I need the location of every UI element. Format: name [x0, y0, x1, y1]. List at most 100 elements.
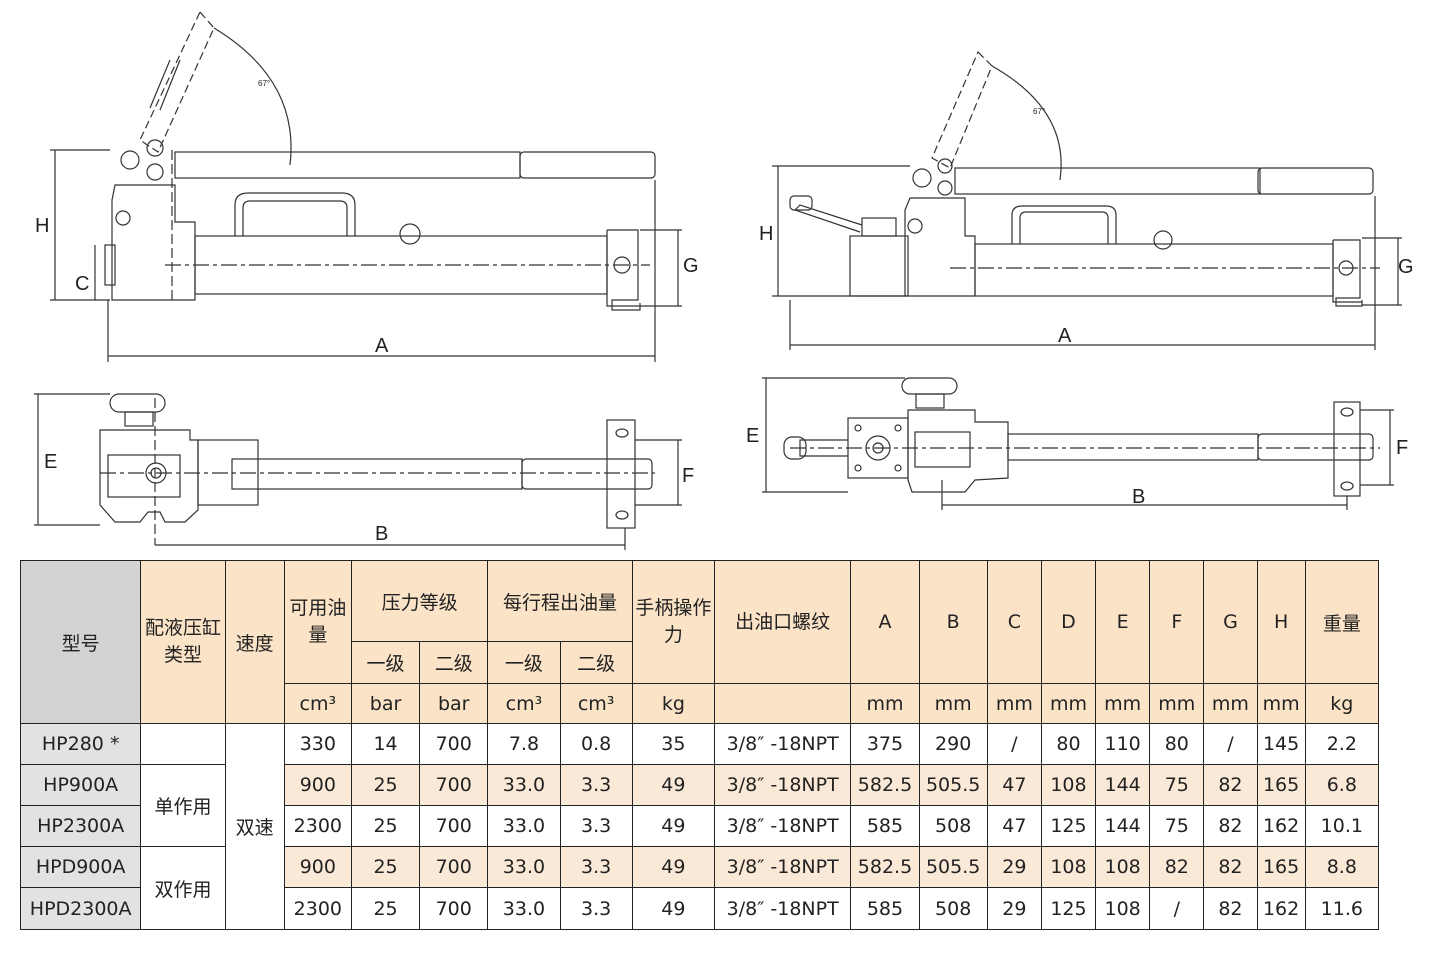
header-displacement: 每行程出油量 — [487, 560, 633, 642]
technical-drawings: H C G A 67° — [34, 10, 1414, 550]
cell-C: 29 — [986, 846, 1042, 888]
cell-B: 505.5 — [918, 846, 988, 888]
cell-force: 35 — [631, 723, 715, 765]
cell-p2: 700 — [419, 764, 489, 806]
header-capacity: 可用油量 — [283, 560, 352, 684]
cell-A: 585 — [850, 805, 920, 847]
cell-D: 125 — [1040, 887, 1097, 930]
header-C: C — [986, 560, 1042, 684]
cell-d1: 33.0 — [487, 846, 561, 888]
cell-G: 82 — [1203, 846, 1258, 888]
label-A-left: A — [375, 335, 389, 357]
pump-side-view-left — [50, 10, 682, 362]
header-H: H — [1256, 560, 1306, 684]
unit-B: mm — [918, 683, 988, 724]
cell-F: 82 — [1149, 846, 1205, 888]
table-row: HPD2300A 2300 25 700 33.0 3.3 49 3/8″ -1… — [19, 887, 1380, 930]
label-G-left: G — [683, 255, 699, 277]
cell-model: HP280 * — [19, 723, 142, 765]
header-G: G — [1203, 560, 1258, 684]
cell-B: 290 — [918, 723, 988, 765]
unit-capacity: cm³ — [283, 683, 352, 724]
label-B-right: B — [1132, 486, 1145, 508]
cell-p2: 700 — [419, 723, 489, 765]
cell-D: 108 — [1040, 764, 1097, 806]
cell-C: 29 — [986, 887, 1042, 930]
cell-E: 108 — [1095, 846, 1151, 888]
cell-d2: 3.3 — [559, 764, 633, 806]
header-disp-stage2: 二级 — [559, 641, 633, 684]
cell-single-acting: 单作用 — [140, 764, 226, 847]
spec-table: 型号 配液压缸类型 速度 可用油量 压力等级 每行程出油量 手柄操作力 出油口螺… — [19, 560, 1380, 930]
unit-A: mm — [850, 683, 920, 724]
cell-cylinder-blank — [140, 723, 226, 765]
cell-p1: 25 — [350, 805, 421, 847]
cell-D: 125 — [1040, 805, 1097, 847]
header-outlet-thread: 出油口螺纹 — [713, 560, 852, 684]
cell-capacity: 2300 — [283, 805, 352, 847]
cell-F: / — [1149, 887, 1205, 930]
header-E: E — [1095, 560, 1151, 684]
cell-H: 162 — [1256, 805, 1306, 847]
cell-double-acting: 双作用 — [140, 846, 226, 930]
unit-F: mm — [1149, 683, 1205, 724]
cell-F: 80 — [1149, 723, 1205, 765]
cell-A: 375 — [850, 723, 920, 765]
label-H-right: H — [759, 223, 773, 245]
cell-thread: 3/8″ -18NPT — [713, 846, 852, 888]
cell-capacity: 2300 — [283, 887, 352, 930]
table-row: HP280 * 双速 330 14 700 7.8 0.8 35 3/8″ -1… — [19, 723, 1380, 930]
cell-F: 75 — [1149, 764, 1205, 806]
cell-H: 165 — [1256, 764, 1306, 806]
cell-A: 582.5 — [850, 846, 920, 888]
cell-weight: 10.1 — [1304, 805, 1380, 847]
cell-d2: 3.3 — [559, 805, 633, 847]
unit-d2: cm³ — [559, 683, 633, 724]
cell-model: HP2300A — [19, 805, 142, 847]
unit-G: mm — [1203, 683, 1258, 724]
header-pressure-stage2: 二级 — [419, 641, 489, 684]
cell-d1: 7.8 — [487, 723, 561, 765]
cell-p1: 14 — [350, 723, 421, 765]
header-weight: 重量 — [1304, 560, 1380, 684]
cell-force: 49 — [631, 846, 715, 888]
cell-capacity: 330 — [283, 723, 352, 765]
pump-top-view-left — [34, 393, 682, 550]
unit-d1: cm³ — [487, 683, 561, 724]
cell-thread: 3/8″ -18NPT — [713, 887, 852, 930]
unit-thread — [713, 683, 852, 724]
cell-p2: 700 — [419, 846, 489, 888]
cell-d1: 33.0 — [487, 805, 561, 847]
cell-E: 110 — [1095, 723, 1151, 765]
cell-weight: 2.2 — [1304, 723, 1380, 765]
cell-E: 144 — [1095, 805, 1151, 847]
units-row: cm³ bar bar cm³ cm³ kg mm mm mm mm mm mm… — [21, 683, 1380, 724]
unit-D: mm — [1040, 683, 1097, 724]
unit-force: kg — [631, 683, 715, 724]
table-row: HP2300A 2300 25 700 33.0 3.3 49 3/8″ -18… — [19, 805, 1380, 847]
cell-G: / — [1203, 723, 1258, 765]
unit-C: mm — [986, 683, 1042, 724]
label-E-right: E — [746, 425, 759, 447]
unit-E: mm — [1095, 683, 1151, 724]
header-pressure-stage1: 一级 — [350, 641, 421, 684]
cell-force: 49 — [631, 805, 715, 847]
cell-B: 505.5 — [918, 764, 988, 806]
header-disp-stage1: 一级 — [487, 641, 561, 684]
cell-force: 49 — [631, 887, 715, 930]
cell-p1: 25 — [350, 764, 421, 806]
cell-C: 47 — [986, 805, 1042, 847]
label-F-right: F — [1396, 437, 1408, 459]
cell-capacity: 900 — [283, 846, 352, 888]
unit-H: mm — [1256, 683, 1306, 724]
table-row: HP900A 单作用 900 25 700 33.0 3.3 49 3/8″ -… — [19, 764, 1380, 847]
label-angle-right: 67° — [1033, 107, 1045, 116]
pump-top-view-right — [762, 377, 1394, 510]
cell-D: 80 — [1040, 723, 1097, 765]
cell-p1: 25 — [350, 887, 421, 930]
cell-A: 582.5 — [850, 764, 920, 806]
label-H-left: H — [35, 215, 49, 237]
label-G-right: G — [1398, 256, 1414, 278]
cell-force: 49 — [631, 764, 715, 806]
cell-speed-two-speed: 双速 — [224, 723, 285, 930]
